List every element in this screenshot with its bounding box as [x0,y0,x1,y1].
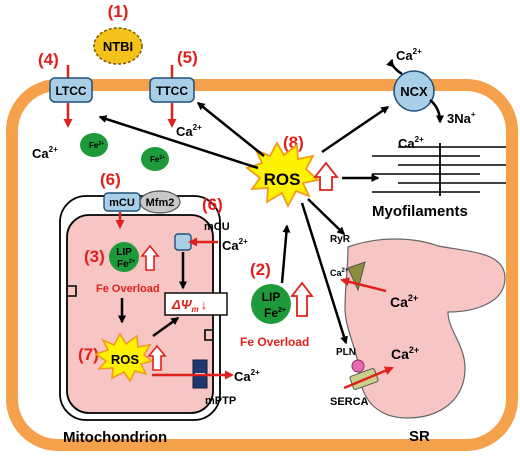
svg-text:Fe2+: Fe2+ [150,155,165,164]
ros-increase-arrow [313,161,339,191]
mfm2-label: Mfm2 [146,197,175,209]
ros-to-ltcc-arrow [98,115,259,170]
myofilaments-label: Myofilaments [372,203,468,220]
ros-label-central: ROS [264,170,301,189]
serca-label: SERCA [330,396,369,408]
ros-burst-mito [94,332,154,383]
ros-to-potential-arrow [152,316,180,338]
mcu-top-label: mCU [109,197,135,209]
cyto-fe-overload-label: Fe Overload [240,335,309,349]
ryr-ca-release-arrow [340,277,387,293]
ntbi-label: NTBI [103,39,133,54]
ncx-exchanger [393,70,435,112]
ttcc-channel [149,77,195,103]
mcu-side-channel [174,233,192,251]
lip-to-ros-arrow [280,224,291,284]
svg-text:Fe2+: Fe2+ [264,306,286,320]
ros-label-mito: ROS [111,352,140,367]
ros-to-ncx-arrow [321,105,390,154]
ncx-label: NCX [400,84,428,99]
sr-upper-ca-label: Ca2+ [390,293,418,310]
ncx-ca-out-arrow [386,58,403,76]
ryr-channel [347,261,366,292]
sr-label: SR [409,428,430,445]
serca-ca-uptake-arrow [343,366,394,390]
fe-dot-1: Fe2+ [80,133,108,157]
ttcc-label: TTCC [156,84,188,98]
cytosolic-lip-pool [251,284,291,324]
svg-text:Ca2+: Ca2+ [398,135,424,151]
svg-text:Ca2+: Ca2+ [390,293,418,310]
svg-text:Ca2+: Ca2+ [396,47,422,63]
svg-text:Fe2+: Fe2+ [89,141,104,150]
svg-text:Ca2+: Ca2+ [234,368,260,384]
ros-to-ryr-arrow [307,198,346,236]
fe-dot-2: Fe2+ [141,147,169,171]
svg-text:Ca2+: Ca2+ [176,123,202,139]
mfm2-protein [139,190,181,214]
sr-lower-ca-label: Ca2+ [391,345,419,362]
label-6b: (6) [202,195,223,214]
ryr-label: RyR [330,234,351,245]
label-7: (7) [78,345,99,364]
mcu-side-label: mCU [204,221,230,233]
ncx-ca-label: Ca2+ [396,47,422,63]
mito-crista-right [204,329,213,341]
ltcc-ca-label: Ca2+ [32,145,58,161]
label-5: (5) [177,48,198,67]
svg-text:Ca2+: Ca2+ [222,237,248,253]
cyto-lip-fe-label: Fe2+ [264,306,286,320]
svg-text:Ca2+: Ca2+ [330,268,349,278]
ltcc-channel [49,77,93,103]
label-2: (2) [250,260,271,279]
mito-ros-increase-arrow [147,344,167,371]
label-4: (4) [38,50,59,69]
svg-text:Fe2+: Fe2+ [117,259,136,270]
cell-membrane [6,79,518,451]
mptp-ca-label: Ca2+ [234,368,260,384]
membrane-potential-label: ΔΨm↓ [171,297,207,314]
pln-protein [351,359,365,373]
mito-lip-fe-label: Fe2+ [117,259,136,270]
cyto-lip-increase-arrow [290,281,314,317]
svg-text:Ca2+: Ca2+ [32,145,58,161]
label-3: (3) [84,247,105,266]
ros-to-ttcc-arrow [196,102,265,157]
cyto-lip-label: LIP [262,290,281,304]
ntbi-blob [93,27,143,65]
label-6a: (6) [100,170,121,189]
mito-lip-label: LIP [116,247,132,258]
svg-text:Ca2+: Ca2+ [391,345,419,362]
membrane-potential-box [164,292,228,316]
ros-to-pln-arrow [300,202,348,345]
mito-crista-left [67,285,77,297]
sr-compartment [344,238,506,419]
ncx-na-label: 3Na+ [447,110,476,126]
mito-lip-increase-arrow [140,244,160,271]
pln-label: PLN [336,347,356,358]
ttcc-ca-label: Ca2+ [176,123,202,139]
mito-lip-pool [109,242,139,272]
label-8: (8) [283,133,304,152]
myofilament-stack [372,143,506,196]
mptp-label: mPTP [205,395,236,407]
mito-fe-overload-label: Fe Overload [96,283,160,295]
ncx-na-in-arrow [429,99,444,124]
ryr-cyto-ca-label: Ca2+ [330,268,349,278]
svg-text:3Na+: 3Na+ [447,110,476,126]
svg-text:ΔΨm↓: ΔΨm↓ [171,297,207,314]
mitochondrion-label: Mitochondrion [63,429,167,446]
ros-burst-central [245,141,320,209]
mcu-side-ca-label: Ca2+ [222,237,248,253]
label-1: (1) [108,2,129,21]
ltcc-label: LTCC [55,84,86,98]
myofilament-ca-label: Ca2+ [398,135,424,151]
